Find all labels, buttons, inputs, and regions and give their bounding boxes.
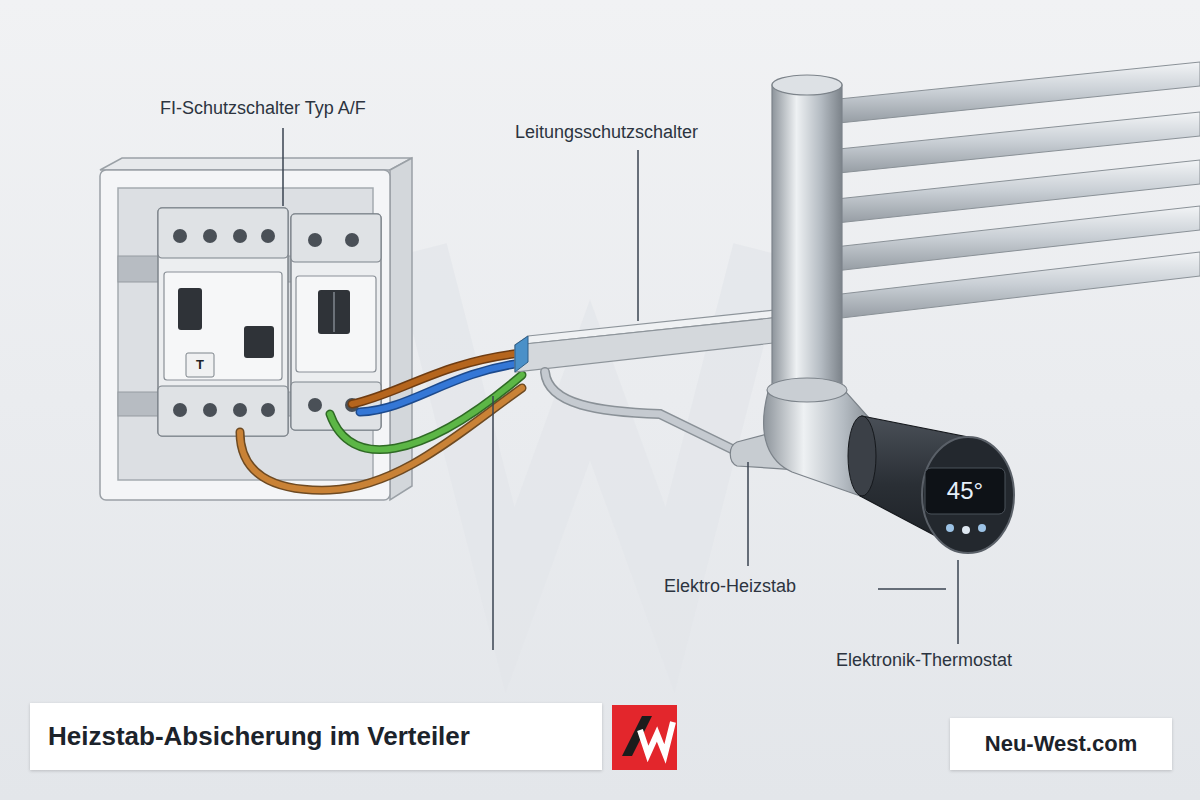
callout-label: Leitungsschutzschalter xyxy=(515,122,698,144)
title-text: Heizstab-Absicherung im Verteiler xyxy=(48,721,470,752)
radiator-pipe xyxy=(772,75,842,390)
toggle-lever xyxy=(178,288,202,330)
logo-box xyxy=(612,705,677,770)
terminal-block xyxy=(158,208,288,258)
terminal-screw xyxy=(233,403,247,417)
heater-cable xyxy=(545,372,738,452)
terminal-screw xyxy=(233,229,247,243)
leader-line xyxy=(492,396,494,650)
wire-outline xyxy=(352,353,522,404)
status-dot xyxy=(962,526,970,534)
terminal-screw xyxy=(261,229,275,243)
logo-w xyxy=(640,722,673,754)
radiator-bars xyxy=(790,62,1200,324)
status-dot xyxy=(946,524,954,532)
leader-line xyxy=(878,588,946,590)
breaker-body xyxy=(158,208,288,436)
terminal-block xyxy=(158,386,288,436)
leader-line xyxy=(747,462,749,566)
terminal-screw xyxy=(173,229,187,243)
terminal-screw xyxy=(308,233,322,247)
title-box: Heizstab-Absicherung im Verteiler xyxy=(30,703,602,770)
pipe-body xyxy=(772,85,842,390)
radiator-bar xyxy=(790,252,1200,324)
pipe-cap xyxy=(772,75,842,95)
callout-label: FI-Schutzschalter Typ A/F xyxy=(160,98,366,120)
callout-label: Elektronik-Thermostat xyxy=(836,650,1012,672)
test-button xyxy=(186,353,214,377)
terminal-screw xyxy=(203,229,217,243)
logo xyxy=(612,705,677,770)
duct-front xyxy=(515,315,800,372)
terminal-block xyxy=(291,214,381,262)
duct-opening xyxy=(515,336,528,372)
toggle-lever xyxy=(244,326,274,358)
thermostat-back xyxy=(848,416,876,496)
wire-brown xyxy=(352,353,522,404)
element-elbow xyxy=(764,392,878,498)
terminal-screw xyxy=(203,403,217,417)
status-dot xyxy=(978,524,986,532)
cable-outline xyxy=(545,372,738,452)
cable-duct xyxy=(515,306,812,372)
toggle-lever xyxy=(318,290,350,334)
terminal-screw xyxy=(345,233,359,247)
leader-line xyxy=(637,150,639,321)
lever-split xyxy=(333,292,335,332)
breaker-front xyxy=(296,276,376,372)
housing-top xyxy=(100,158,412,170)
terminal-screw xyxy=(261,403,275,417)
brand-text: Neu-West.com xyxy=(985,731,1137,757)
leader-lines xyxy=(283,128,958,650)
breaker-front xyxy=(164,272,282,380)
thermostat-display xyxy=(925,468,1005,514)
button-mark: T xyxy=(186,353,214,377)
rcd-breaker xyxy=(158,208,288,436)
leader-line xyxy=(957,560,959,644)
callout-label: Elektro-Heizstab xyxy=(664,576,796,598)
thermostat-face xyxy=(922,437,1014,553)
brand-box: Neu-West.com xyxy=(950,718,1172,770)
wires xyxy=(240,353,522,490)
terminal-screw xyxy=(173,403,187,417)
terminal-screw xyxy=(308,398,322,412)
heating-element xyxy=(730,378,1014,553)
leader-line xyxy=(282,128,284,206)
display-reading: 45° xyxy=(925,468,1005,514)
pipe-collar xyxy=(767,378,847,402)
